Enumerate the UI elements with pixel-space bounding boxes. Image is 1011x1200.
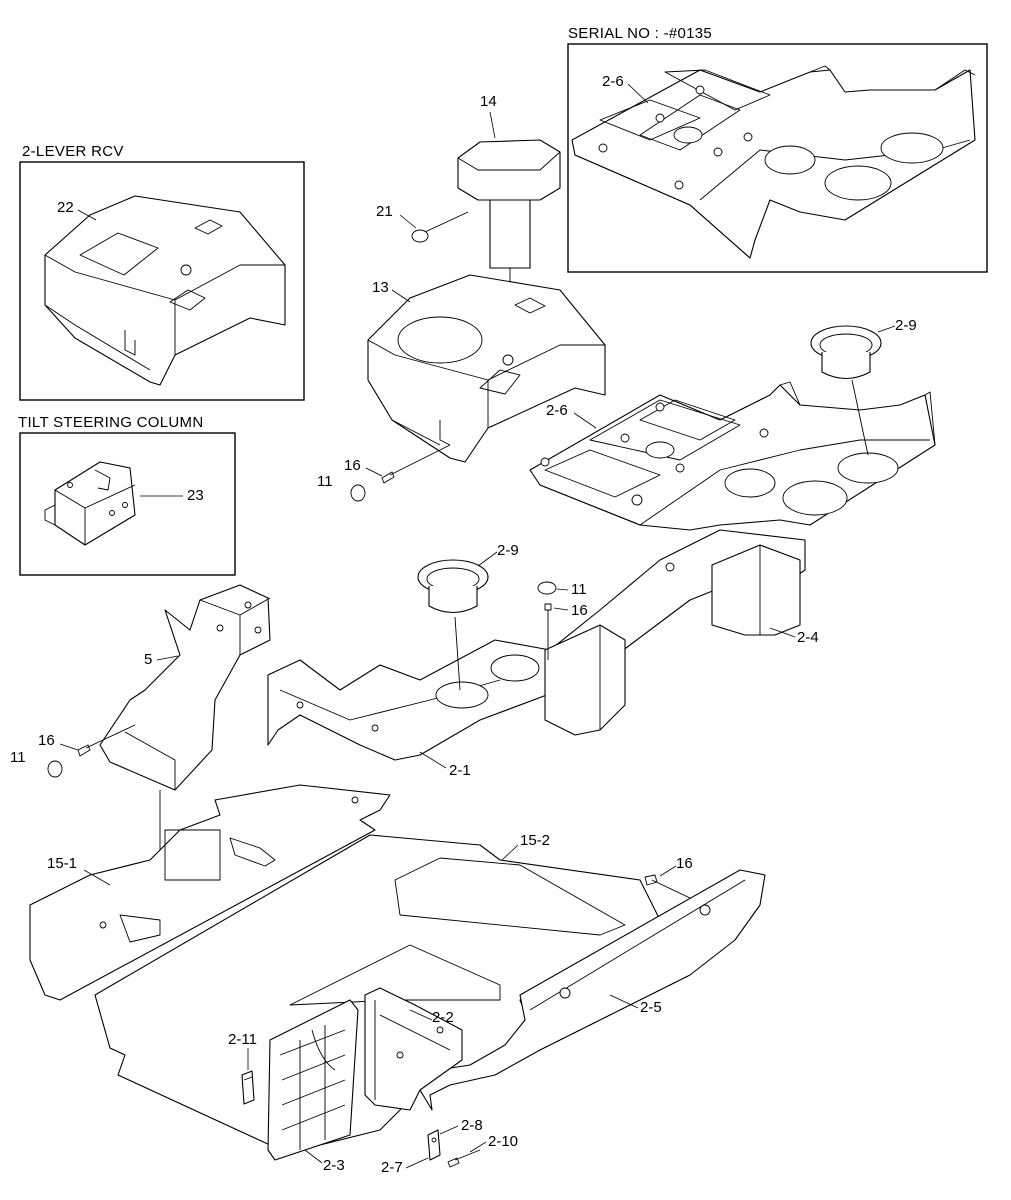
cap-11-left: [47, 760, 63, 778]
label-14: 14: [480, 93, 497, 110]
label-13: 13: [372, 279, 389, 296]
label-16-mid: 16: [571, 602, 588, 619]
label-15-2: 15-2: [520, 832, 550, 849]
label-2-9-mid: 2-9: [497, 542, 519, 559]
label-2-1: 2-1: [449, 762, 471, 779]
screw-16-mid: [544, 603, 552, 660]
inset-lever-frame: [19, 161, 305, 401]
label-2-4: 2-4: [797, 629, 819, 646]
inset-tilt-title: TILT STEERING COLUMN: [18, 414, 203, 431]
cover-22-drawing: [44, 195, 286, 386]
label-16-left: 16: [38, 732, 55, 749]
bracket-5: [99, 584, 271, 880]
label-11-top: 11: [317, 473, 333, 490]
label-22: 22: [57, 199, 74, 216]
cup-holder-2-9-top: [810, 325, 882, 456]
side-panel-2-5: [419, 869, 766, 1111]
screw-16-left: [77, 724, 136, 757]
screw-16-top: [381, 444, 451, 484]
label-23: 23: [187, 487, 204, 504]
inset-2-lever-rcv: 2-LEVER RCV 22: [19, 143, 305, 401]
label-11-left: 11: [10, 749, 26, 766]
latch-2-7: [427, 1129, 441, 1161]
label-11-mid: 11: [571, 581, 587, 598]
screw-2-10: [447, 1149, 481, 1168]
cap-11-mid: [537, 581, 557, 595]
label-2-6: 2-6: [546, 402, 568, 419]
label-16-right: 16: [676, 855, 693, 872]
label-16-top: 16: [344, 457, 361, 474]
floor-mat-15-1: [29, 784, 391, 1001]
inset-serial-no: SERIAL NO : -#0135 2-6: [567, 25, 988, 273]
console-body-2-1: [267, 529, 806, 761]
console-panel-inset-drawing: [571, 65, 976, 259]
label-15-1: 15-1: [47, 855, 77, 872]
label-2-9-top: 2-9: [895, 317, 917, 334]
bolt-21: [411, 211, 469, 243]
cover-2-2: [364, 987, 463, 1111]
console-panel-2-6: [529, 381, 936, 531]
cap-11-top: [350, 484, 366, 502]
inset-tilt-frame: [19, 432, 236, 576]
cover-2-3: [267, 999, 359, 1161]
label-2-11: 2-11: [228, 1031, 257, 1048]
cover-13: [367, 274, 606, 463]
clip-2-11: [241, 1070, 255, 1105]
label-2-10: 2-10: [488, 1133, 518, 1150]
label-2-5: 2-5: [640, 999, 662, 1016]
cup-holder-2-9-mid: [417, 559, 489, 691]
label-2-6-inset: 2-6: [602, 73, 624, 90]
inset-serial-title: SERIAL NO : -#0135: [568, 25, 712, 42]
inset-lever-title: 2-LEVER RCV: [22, 143, 124, 160]
inset-serial-frame: [567, 43, 988, 273]
label-2-7: 2-7: [381, 1159, 403, 1176]
bracket-23-drawing: [44, 461, 136, 546]
inset-tilt-steering-column: TILT STEERING COLUMN 23: [18, 414, 236, 576]
label-2-2: 2-2: [432, 1009, 454, 1026]
label-5: 5: [144, 651, 152, 668]
label-21: 21: [376, 203, 393, 220]
label-2-8: 2-8: [461, 1117, 483, 1134]
screw-16-right: [644, 874, 691, 899]
label-2-3: 2-3: [323, 1157, 345, 1174]
